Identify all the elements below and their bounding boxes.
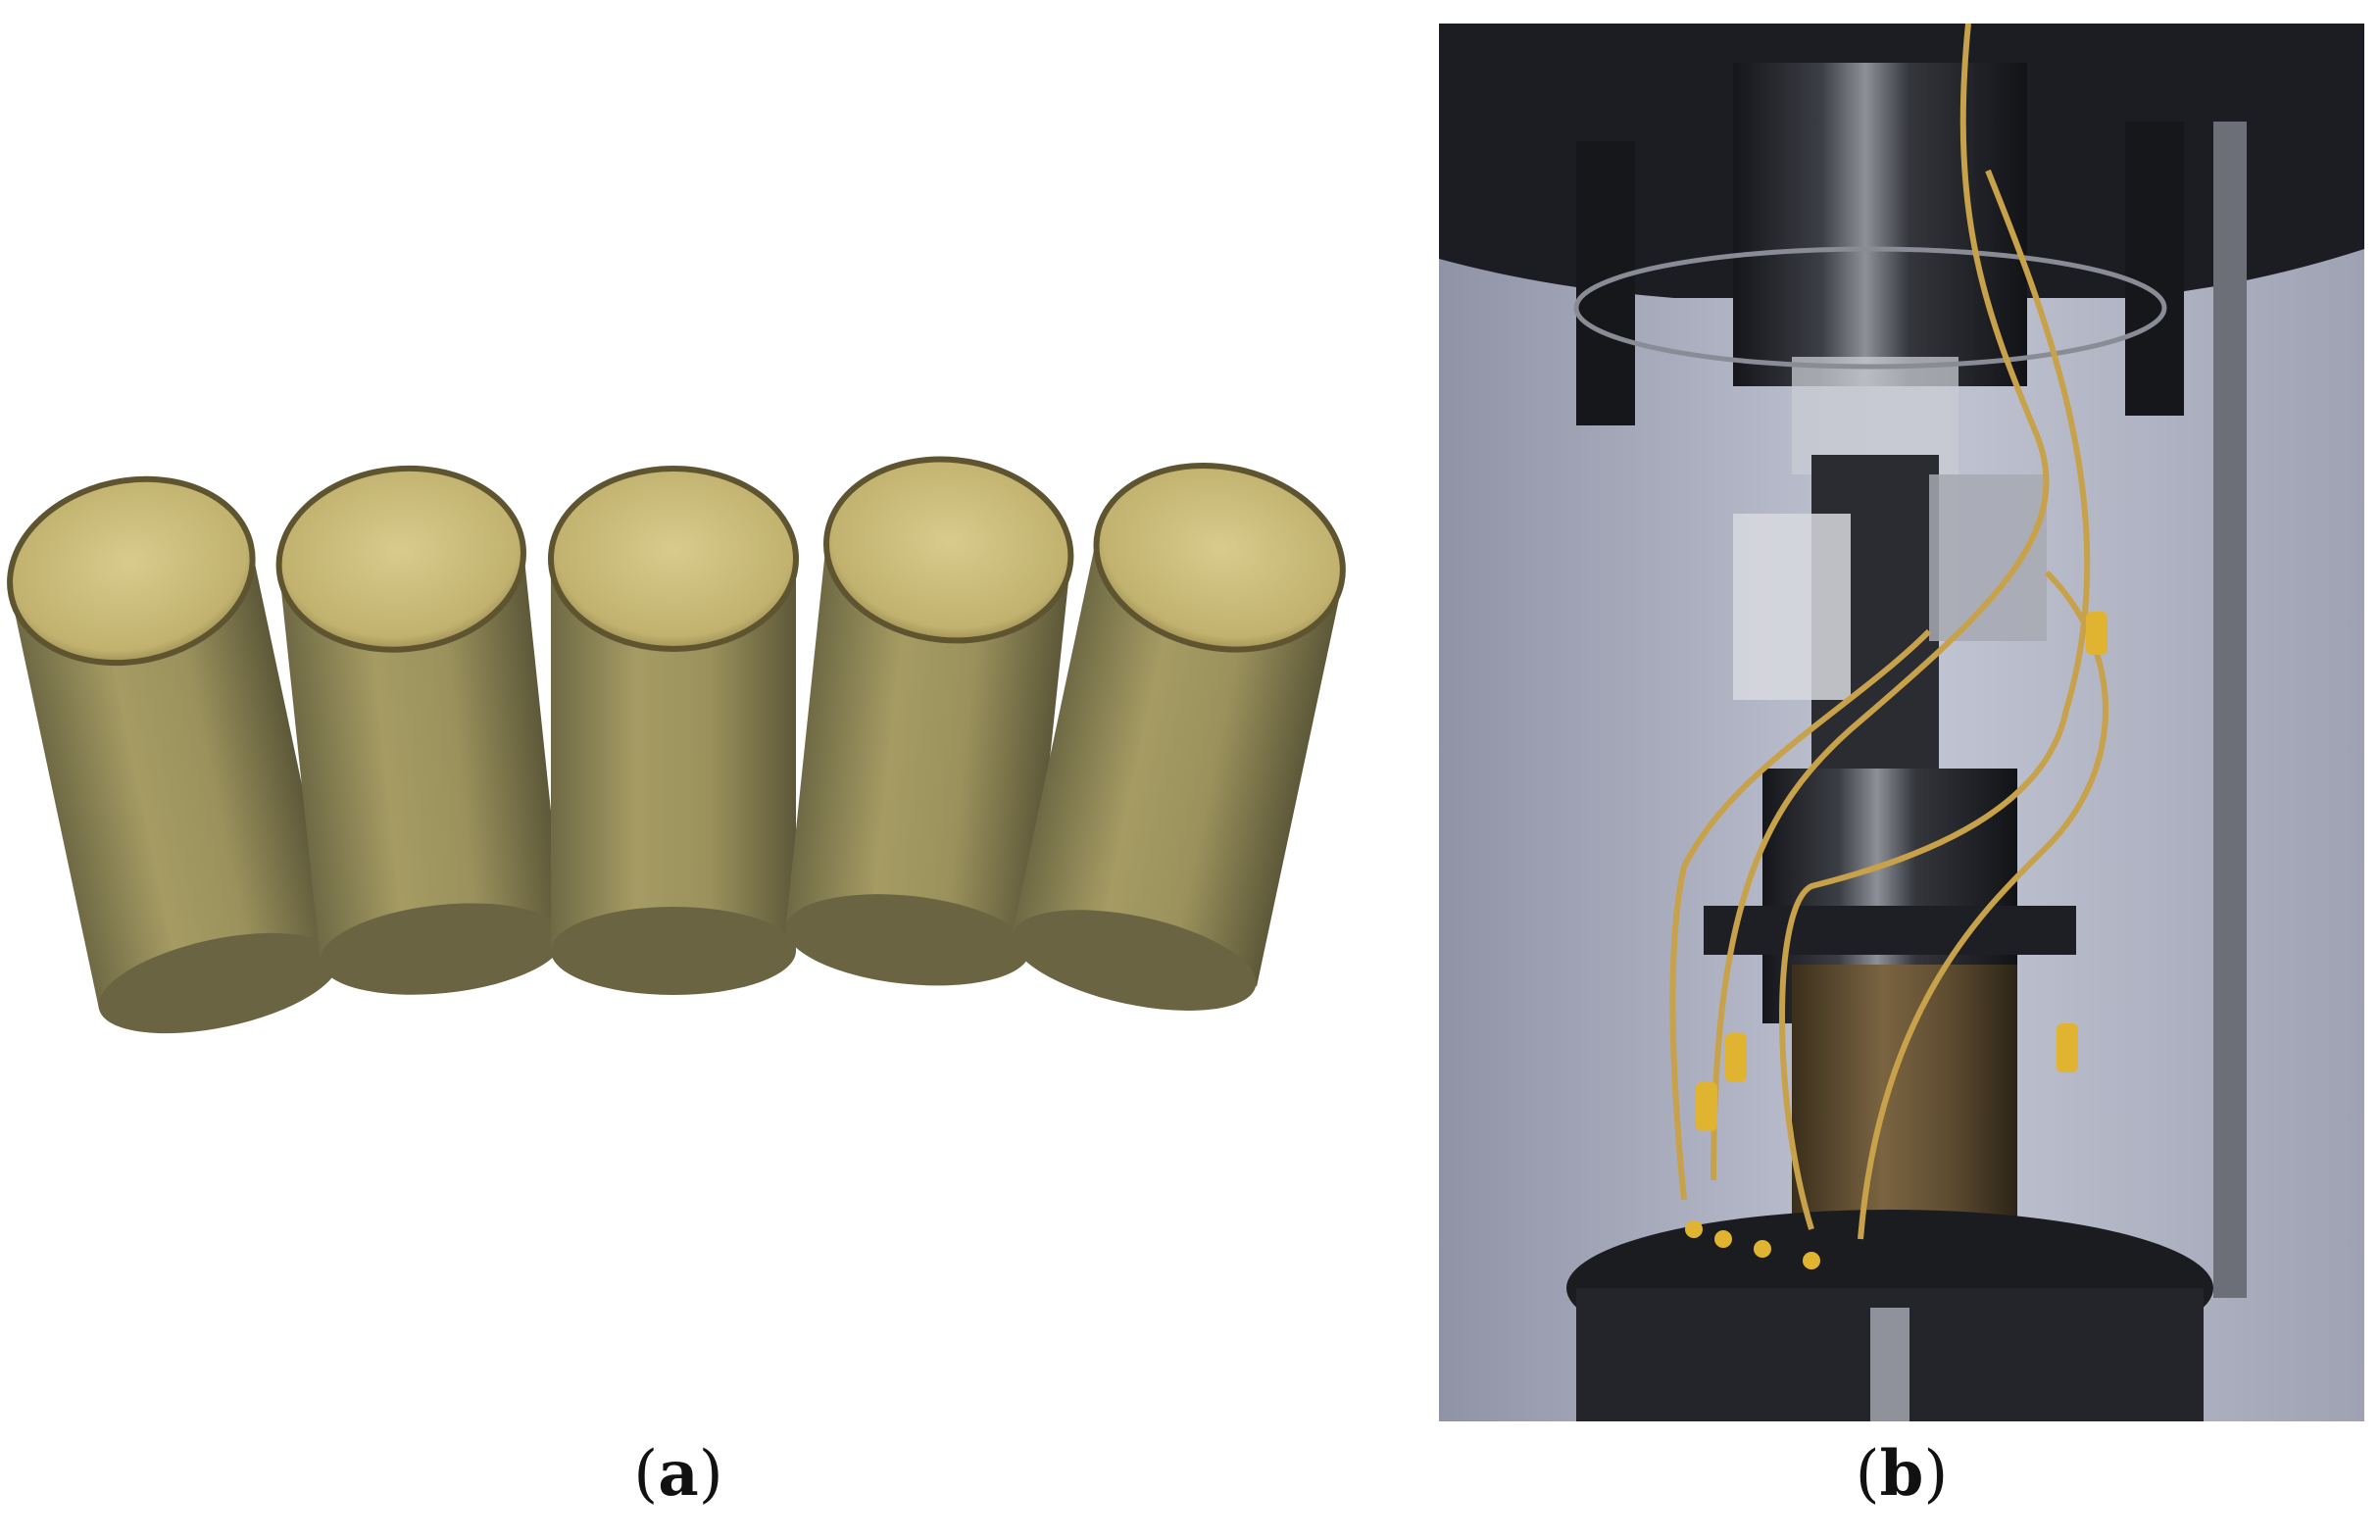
sample-cylinder-1	[7, 475, 339, 1034]
cylinder-samples-illustration	[7, 456, 1346, 1034]
sample-cylinder-3	[548, 466, 799, 995]
base-highlight	[1870, 1308, 1909, 1421]
strain-sensor-left	[1733, 514, 1851, 700]
wire-connectors	[1685, 612, 2107, 1269]
caption-panel-b: (b)	[1855, 1437, 1949, 1511]
sample-cylinder-2	[275, 465, 565, 995]
test-apparatus-illustration	[1439, 24, 2364, 1421]
bronze-cylinder	[1792, 965, 2017, 1249]
upper-guide-ring	[1573, 246, 2167, 370]
lower-flange	[1704, 906, 2076, 955]
panel-a-sample-photo	[7, 456, 1346, 1034]
strain-sensor-right	[1929, 474, 2047, 641]
sensor-wires	[1669, 24, 2108, 1240]
right-rod	[2213, 122, 2247, 1298]
panel-b-apparatus-photo	[1439, 24, 2364, 1421]
sample-cylinder-5	[1012, 463, 1346, 1011]
caption-panel-a: (a)	[633, 1437, 723, 1511]
right-column	[2125, 122, 2184, 416]
upper-piston	[1733, 63, 2027, 386]
sample-cylinder-4	[785, 456, 1074, 986]
